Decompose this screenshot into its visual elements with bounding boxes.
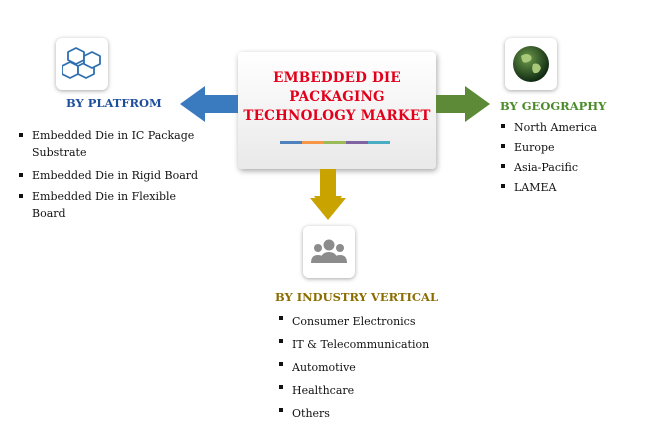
geography-list: North America Europe Asia-Pacific LAMEA (500, 118, 640, 198)
platform-heading: BY PLATFROM (66, 96, 162, 110)
industry-item: Automotive (278, 356, 478, 379)
industry-item: Healthcare (278, 379, 478, 402)
platform-item: Embedded Die in Rigid Board (18, 167, 218, 184)
geography-item: North America (500, 118, 640, 138)
arrow-right (436, 86, 490, 122)
center-title: EMBEDDED DIE PACKAGING TECHNOLOGY MARKET (243, 70, 431, 124)
industry-list: Consumer Electronics IT & Telecommunicat… (278, 310, 478, 425)
platform-item: Embedded Die in IC Package Substrate (18, 127, 218, 161)
geography-heading: BY GEOGRAPHY (500, 99, 607, 113)
industry-item: IT & Telecommunication (278, 333, 478, 356)
industry-heading: BY INDUSTRY VERTICAL (275, 290, 439, 304)
geography-item: Europe (500, 138, 640, 158)
title-underline (280, 141, 390, 144)
geography-item: LAMEA (500, 178, 640, 198)
people-icon (311, 239, 347, 263)
platform-list: Embedded Die in IC Package Substrate Emb… (18, 127, 218, 222)
arrow-left (180, 86, 238, 122)
platform-icon-box (56, 38, 108, 90)
geography-icon-box (505, 38, 557, 90)
center-box: EMBEDDED DIE PACKAGING TECHNOLOGY MARKET (238, 52, 436, 169)
cubes-icon (62, 47, 101, 79)
industry-item: Others (278, 402, 478, 425)
platform-item: Embedded Die in Flexible Board (18, 188, 182, 222)
geography-item: Asia-Pacific (500, 158, 640, 178)
industry-item: Consumer Electronics (278, 310, 478, 333)
industry-icon-box (303, 226, 355, 278)
globe-icon (513, 46, 549, 82)
